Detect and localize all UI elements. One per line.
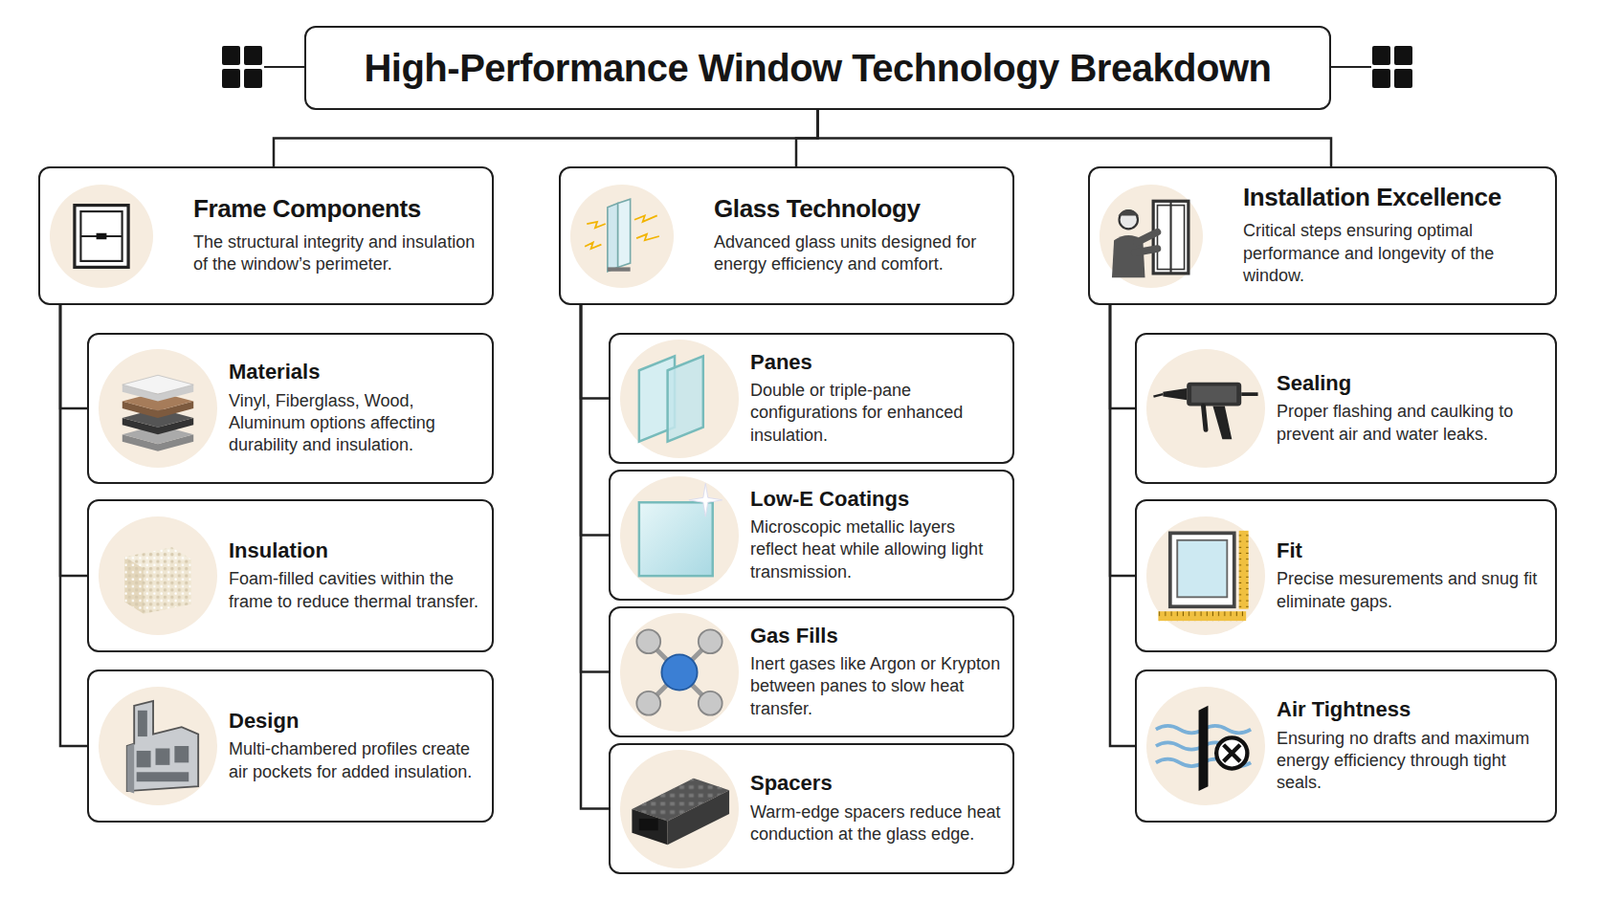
tree-connector (273, 110, 819, 167)
text-group: Air TightnessEnsuring no drafts and maxi… (1276, 697, 1544, 795)
component-box: Gas FillsInert gases like Argon or Krypt… (608, 606, 1015, 738)
foam-icon (98, 516, 218, 636)
category-box: Glass TechnologyAdvanced glass units des… (558, 166, 1015, 306)
box-heading: Insulation (228, 538, 481, 563)
tree-connector (580, 305, 609, 536)
text-group: PanesDouble or triple-pane configuration… (750, 350, 1001, 447)
box-heading: Fit (1276, 538, 1544, 563)
box-description: Double or triple-pane configurations for… (750, 379, 1001, 447)
tree-connector (60, 305, 88, 747)
text-group: SealingProper flashing and caulking to p… (1276, 371, 1544, 446)
box-heading: Glass Technology (713, 195, 1001, 224)
tree-connector (796, 110, 819, 167)
component-box: SpacersWarm-edge spacers reduce heat con… (608, 743, 1015, 875)
diagram-title: High-Performance Window Technology Break… (363, 45, 1271, 90)
component-box: FitPrecise mesurements and snug fit elim… (1134, 499, 1557, 653)
tree-connector (1110, 305, 1135, 577)
text-group: Frame ComponentsThe structural integrity… (193, 195, 481, 277)
box-description: Proper flashing and caulking to prevent … (1276, 400, 1544, 446)
category-box: Frame ComponentsThe structural integrity… (38, 166, 494, 306)
window-frame-icon (49, 184, 154, 289)
box-heading: Design (228, 709, 481, 734)
window-fit-icon (1146, 516, 1266, 636)
box-heading: Air Tightness (1276, 697, 1544, 722)
tree-connector (60, 305, 88, 409)
box-description: Warm-edge spacers reduce heat conduction… (750, 801, 1001, 847)
gas-molecule-icon (620, 613, 739, 733)
box-heading: Low-E Coatings (750, 487, 1001, 512)
caulk-gun-icon (1146, 349, 1266, 468)
component-box: MaterialsVinyl, Fiberglass, Wood, Alumin… (87, 333, 494, 485)
box-description: Advanced glass units designed for energy… (713, 231, 1001, 278)
panes-icon (620, 339, 739, 459)
tree-connector (1110, 305, 1135, 409)
text-group: Gas FillsInert gases like Argon or Krypt… (750, 623, 1001, 721)
box-description: Multi-chambered profiles create air pock… (228, 738, 481, 784)
box-description: Critical steps ensuring optimal performa… (1243, 220, 1544, 289)
text-group: InsulationFoam-filled cavities within th… (228, 538, 481, 614)
text-group: High-Performance Window Technology Break… (363, 45, 1271, 90)
text-group: Installation ExcellenceCritical steps en… (1243, 183, 1544, 289)
box-description: Microscopic metallic layers reflect heat… (750, 516, 1001, 584)
spacer-bar-icon (620, 750, 739, 869)
tree-connector (60, 305, 88, 577)
box-heading: Sealing (1276, 371, 1544, 396)
profile-icon (98, 687, 218, 806)
box-description: Vinyl, Fiberglass, Wood, Aluminum option… (228, 390, 481, 458)
text-group: FitPrecise mesurements and snug fit elim… (1276, 538, 1544, 614)
tree-connector (1110, 305, 1135, 747)
box-description: Ensuring no drafts and maximum energy ef… (1276, 728, 1544, 796)
glass-unit-icon (570, 184, 674, 289)
tree-connector (580, 305, 609, 673)
component-box: SealingProper flashing and caulking to p… (1134, 333, 1557, 485)
box-heading: Spacers (750, 771, 1001, 796)
component-box: PanesDouble or triple-pane configuration… (608, 333, 1015, 465)
tree-connector (580, 305, 609, 400)
text-group: DesignMulti-chambered profiles create ai… (228, 709, 481, 784)
box-description: Precise mesurements and snug fit elimina… (1276, 568, 1544, 614)
category-box: Installation ExcellenceCritical steps en… (1088, 166, 1557, 306)
box-description: Foam-filled cavities within the frame to… (228, 568, 481, 614)
air-seal-icon (1146, 687, 1266, 806)
box-description: Inert gases like Argon or Krypton betwee… (750, 653, 1001, 721)
text-group: SpacersWarm-edge spacers reduce heat con… (750, 771, 1001, 846)
text-group: Low-E CoatingsMicroscopic metallic layer… (750, 487, 1001, 584)
component-box: Air TightnessEnsuring no drafts and maxi… (1134, 669, 1557, 823)
component-box: InsulationFoam-filled cavities within th… (87, 499, 494, 653)
box-description: The structural integrity and insulation … (193, 231, 481, 278)
box-heading: Panes (750, 350, 1001, 375)
title-box: High-Performance Window Technology Break… (304, 25, 1332, 111)
box-heading: Materials (228, 359, 481, 384)
component-box: DesignMulti-chambered profiles create ai… (87, 669, 494, 823)
material-layers-icon (98, 349, 218, 468)
text-group: Glass TechnologyAdvanced glass units des… (713, 195, 1001, 277)
tree-connector (580, 305, 609, 810)
text-group: MaterialsVinyl, Fiberglass, Wood, Alumin… (228, 359, 481, 457)
box-heading: Installation Excellence (1243, 183, 1544, 213)
installer-icon (1099, 184, 1203, 289)
box-heading: Frame Components (193, 195, 481, 224)
tree-connector (818, 110, 1333, 167)
component-box: Low-E CoatingsMicroscopic metallic layer… (608, 469, 1015, 601)
box-heading: Gas Fills (750, 623, 1001, 648)
low-e-glass-icon (620, 476, 739, 596)
